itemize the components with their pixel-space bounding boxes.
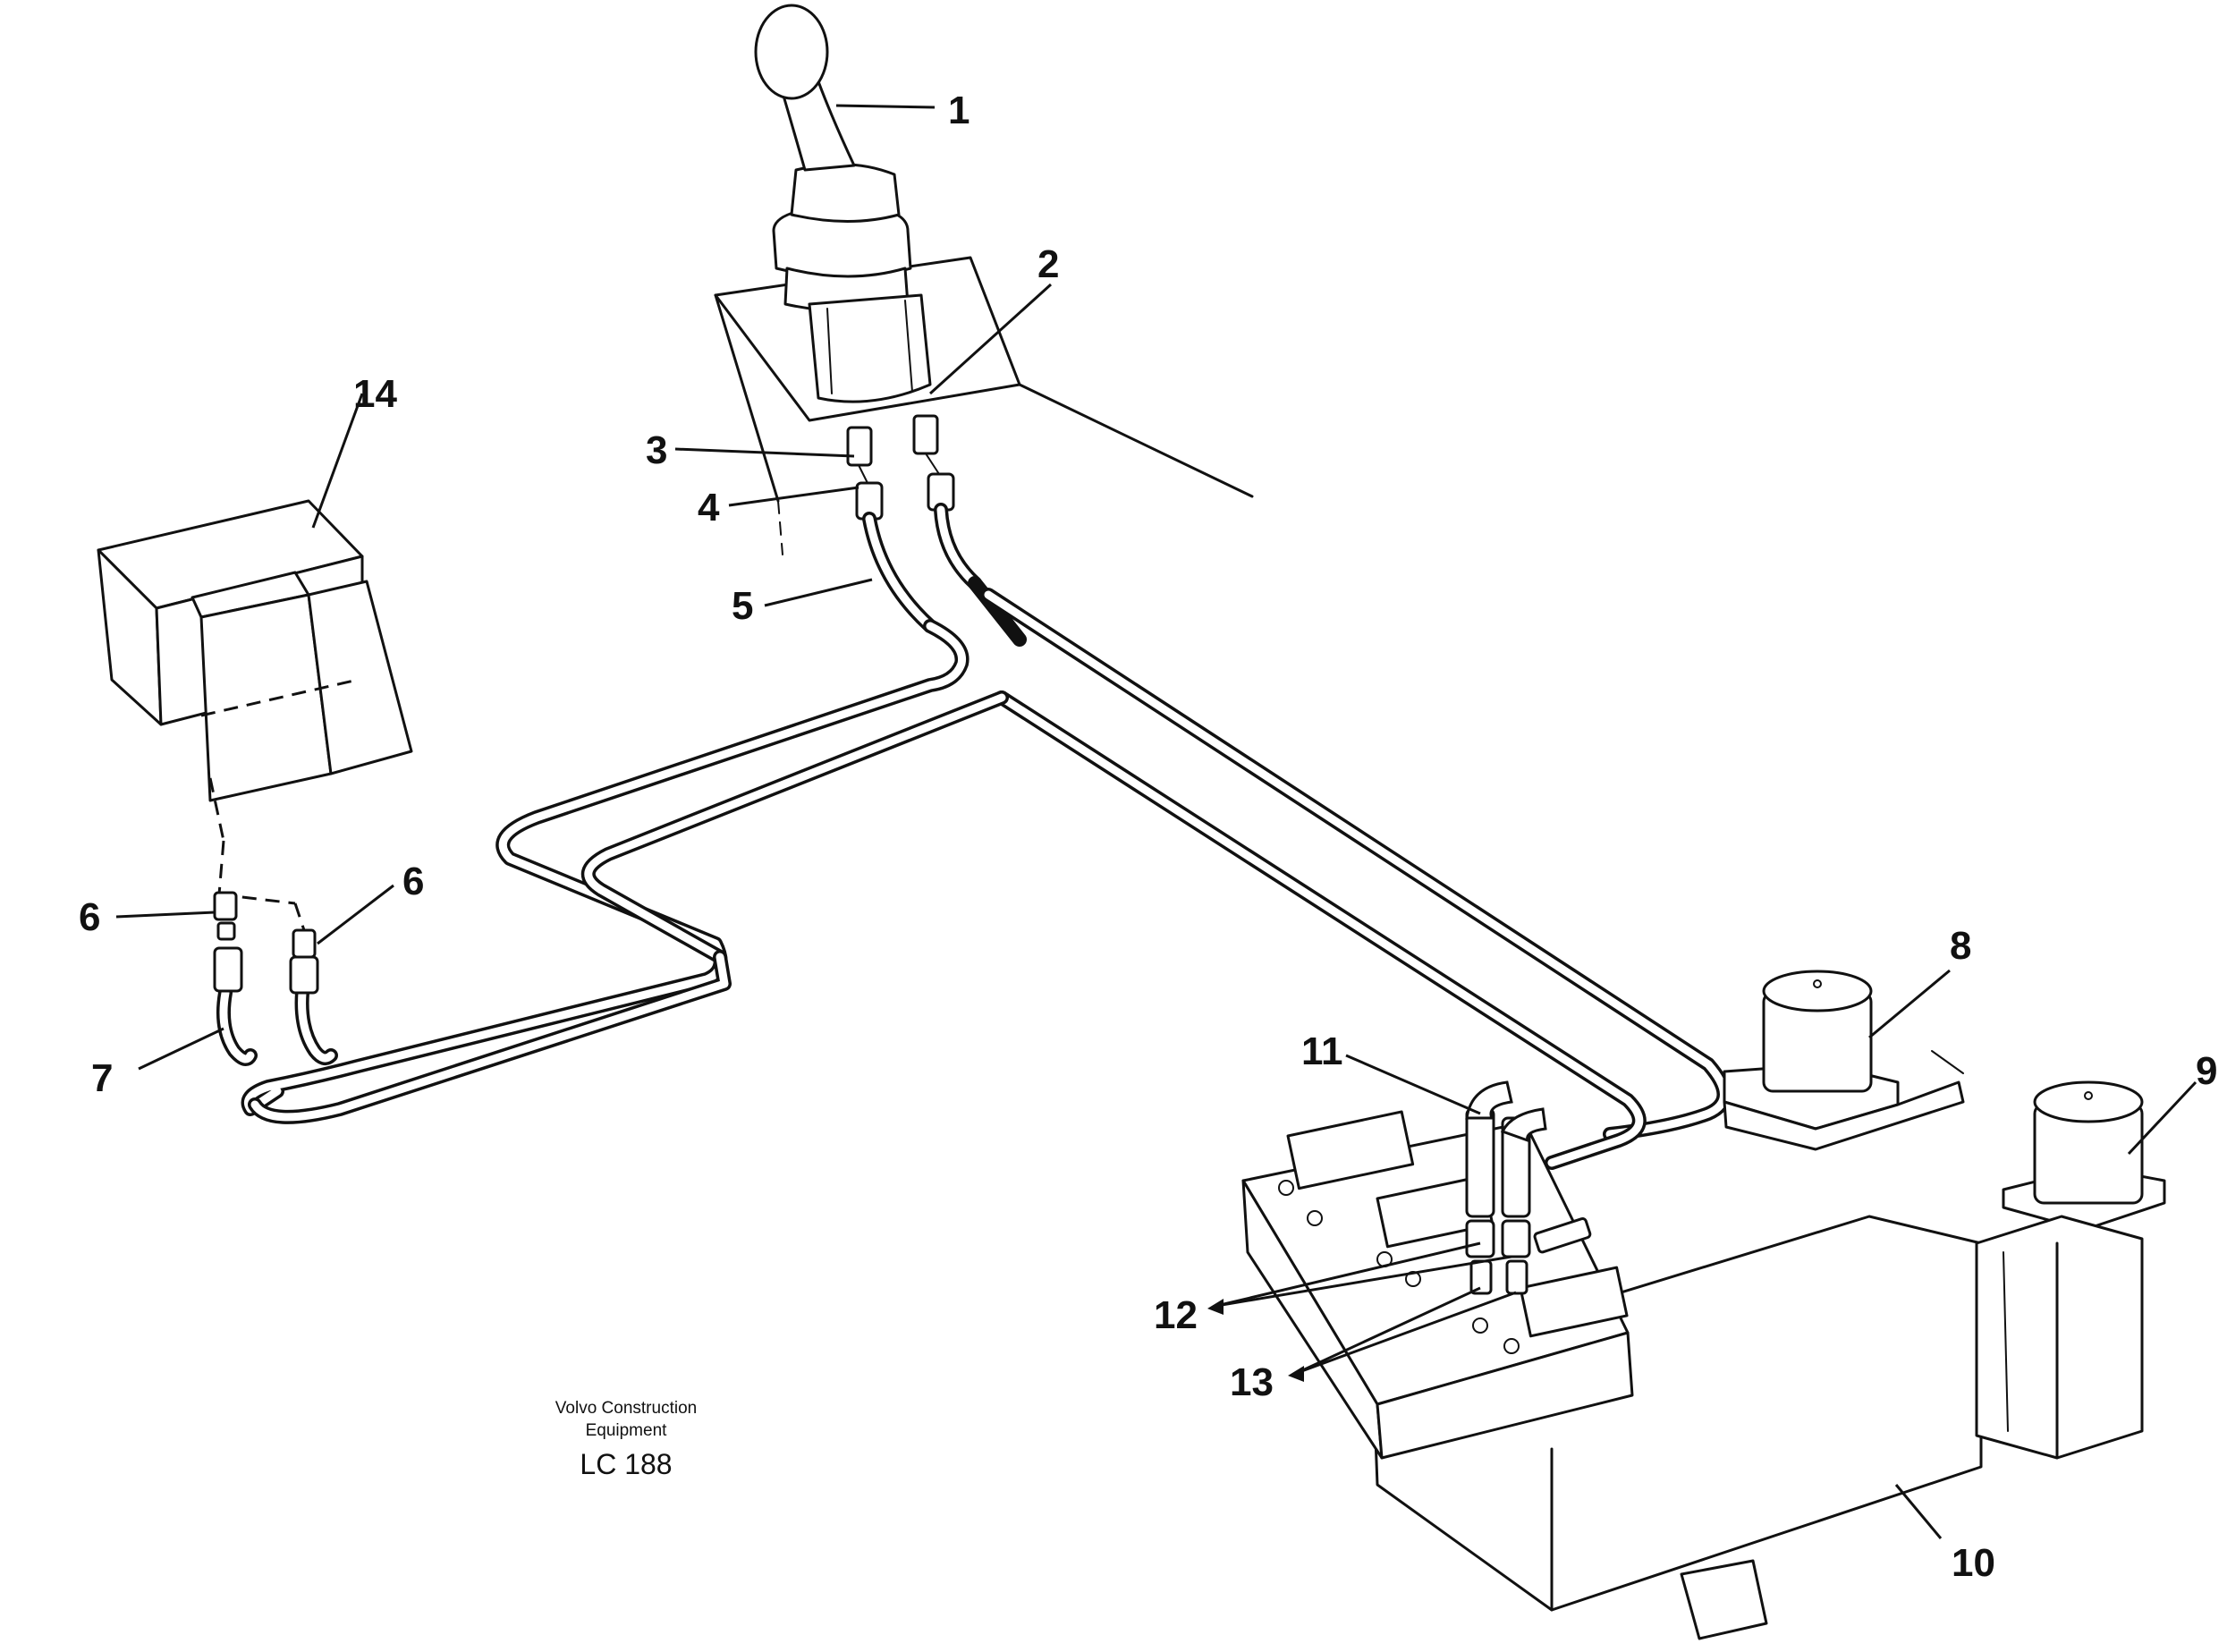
- lever-fittings: [846, 414, 955, 521]
- callout-11: 11: [1301, 1029, 1343, 1073]
- callout-1: 1: [948, 89, 970, 132]
- callout-4: 4: [698, 486, 720, 529]
- callout-10: 10: [1952, 1541, 1995, 1585]
- callout-12: 12: [1154, 1293, 1198, 1337]
- main-control-valve: [1241, 1110, 1983, 1640]
- callout-3: 3: [646, 428, 667, 472]
- drawing-caption: Volvo Construction Equipment LC 188: [501, 1397, 751, 1483]
- valve-fittings: [1465, 1080, 1592, 1295]
- drawing-code: LC 188: [580, 1448, 673, 1480]
- callout-labels: 1 2 3 4 5 6 6 7 8 9 10 11 12 13 14: [79, 89, 2217, 1585]
- hydraulic-hoses: [216, 503, 1732, 1170]
- control-lever: [714, 4, 1254, 555]
- callout-6a: 6: [79, 895, 100, 939]
- manufacturer-line-2: Equipment: [585, 1421, 667, 1440]
- callout-6b: 6: [402, 860, 424, 903]
- callout-8: 8: [1950, 924, 1971, 968]
- callout-9: 9: [2196, 1049, 2217, 1093]
- callout-14: 14: [353, 372, 397, 416]
- left-fittings: [213, 891, 319, 995]
- callout-leaders: [115, 104, 2197, 1539]
- callout-7: 7: [91, 1056, 113, 1100]
- manufacturer-line-1: Volvo Construction: [555, 1399, 698, 1418]
- callout-5: 5: [732, 584, 753, 628]
- valve-block: [97, 499, 413, 931]
- solenoid-9: [1975, 1080, 2166, 1460]
- callout-13: 13: [1230, 1360, 1274, 1404]
- callout-2: 2: [1037, 242, 1059, 286]
- solenoid-8: [1723, 970, 1965, 1151]
